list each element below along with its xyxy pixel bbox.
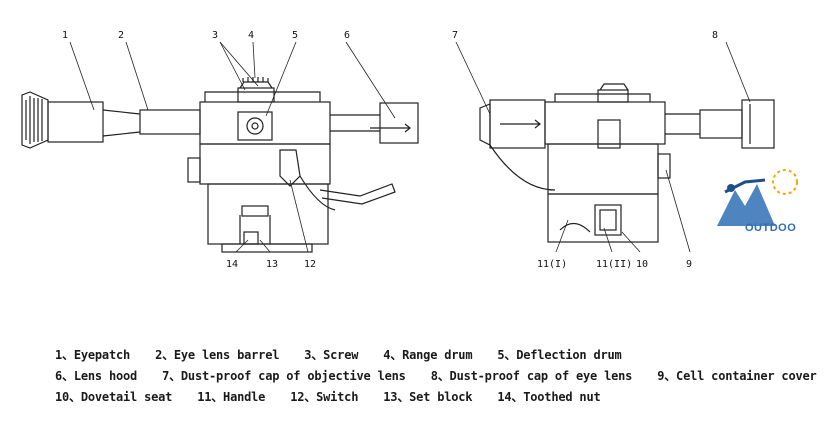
parts-legend: 1、Eyepatch 2、Eye lens barrel 3、Screw 4、R… — [55, 345, 817, 408]
callout-3: 3 — [212, 30, 218, 41]
eye-cap-shape — [741, 99, 775, 149]
legend-item-eyepatch: 1、Eyepatch — [55, 348, 131, 362]
callout-12: 12 — [304, 259, 316, 270]
scope-diagram: 1 2 3 4 5 6 14 13 12 7 8 11(I) 11(II) 10… — [21, 30, 775, 270]
eye-lens-barrel-shape — [47, 101, 104, 143]
callout-labels: 1 2 3 4 5 6 14 13 12 7 8 11(I) 11(II) 10… — [62, 30, 718, 270]
callout-1: 1 — [62, 30, 68, 41]
legend-item-cell-cover: 9、Cell container cover — [657, 369, 817, 383]
legend-item-objective-cap: 7、Dust-proof cap of objective lens — [162, 369, 406, 383]
legend-item-deflection-drum: 5、Deflection drum — [497, 348, 622, 362]
legend-row: 1、Eyepatch 2、Eye lens barrel 3、Screw 4、R… — [55, 345, 795, 366]
callout-7: 7 — [452, 30, 458, 41]
callout-5: 5 — [292, 30, 298, 41]
left-scope-drawing — [21, 77, 419, 253]
outdoor-logo: OUTDOO — [705, 168, 800, 248]
callout-2: 2 — [118, 30, 124, 41]
legend-row: 6、Lens hood 7、Dust-proof cap of objectiv… — [55, 366, 817, 387]
callout-14: 14 — [226, 259, 238, 270]
callout-11-ii: 11(II) — [596, 259, 632, 270]
legend-item-range-drum: 4、Range drum — [383, 348, 473, 362]
legend-item-screw: 3、Screw — [304, 348, 359, 362]
callout-9: 9 — [686, 259, 692, 270]
legend-item-lens-hood: 6、Lens hood — [55, 369, 138, 383]
legend-item-set-block: 13、Set block — [383, 390, 473, 404]
callout-10: 10 — [636, 259, 648, 270]
legend-item-toothed-nut: 14、Toothed nut — [497, 390, 601, 404]
leader-lines — [69, 41, 751, 253]
right-scope-drawing — [479, 83, 775, 243]
logo-text: OUTDOO — [745, 222, 797, 234]
callout-6: 6 — [344, 30, 350, 41]
legend-item-switch: 12、Switch — [290, 390, 359, 404]
lens-hood-shape — [379, 102, 419, 144]
hunter-silhouette-icon — [717, 169, 798, 226]
callout-11-i: 11(I) — [537, 259, 567, 270]
legend-item-handle: 11、Handle — [197, 390, 266, 404]
callout-4: 4 — [248, 30, 254, 41]
legend-item-dovetail-seat: 10、Dovetail seat — [55, 390, 173, 404]
callout-13: 13 — [266, 259, 278, 270]
legend-item-eye-cap: 8、Dust-proof cap of eye lens — [430, 369, 633, 383]
callout-8: 8 — [712, 30, 718, 41]
legend-row: 10、Dovetail seat 11、Handle 12、Switch 13、… — [55, 387, 795, 408]
legend-item-eye-lens-barrel: 2、Eye lens barrel — [155, 348, 280, 362]
